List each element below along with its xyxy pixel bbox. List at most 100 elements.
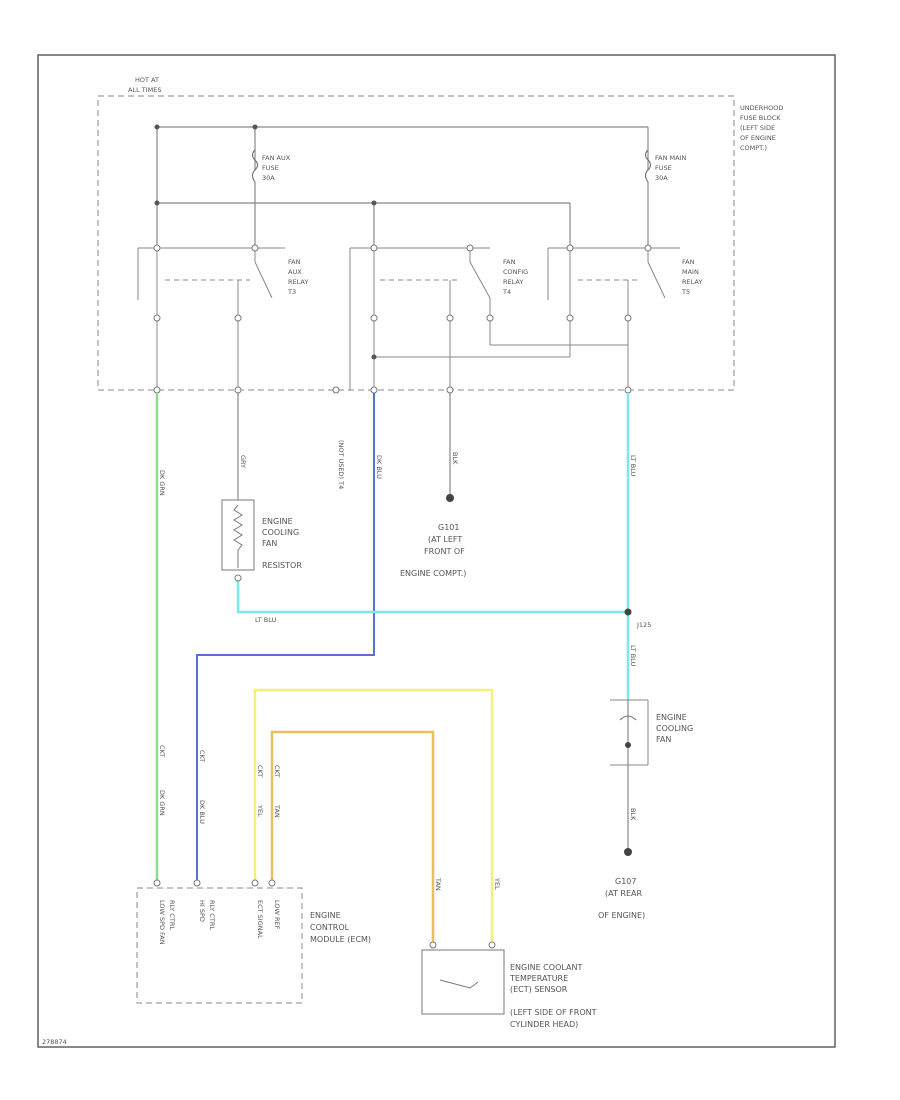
- hot-bus: [156, 126, 649, 248]
- ecm-box: [136, 887, 303, 1004]
- svg-text:ENGINE COMPT.): ENGINE COMPT.): [400, 569, 466, 578]
- ecm-pin-labels: LOW SPD FAN RLY CTRL HI SPD RLY CTRL ECT…: [158, 900, 281, 945]
- figure-id: 278874: [42, 1038, 67, 1046]
- svg-text:(LEFT SIDE OF FRONT: (LEFT SIDE OF FRONT: [510, 1008, 597, 1017]
- svg-text:ENGINE COOLANT: ENGINE COOLANT: [510, 963, 582, 972]
- svg-text:G101: G101: [438, 523, 459, 532]
- svg-text:CKT: CKT: [158, 745, 166, 757]
- svg-text:COOLING: COOLING: [262, 528, 299, 537]
- fan-aux-fuse-label: FAN AUX FUSE 30A: [262, 154, 291, 182]
- svg-text:FAN AUX: FAN AUX: [262, 154, 291, 162]
- svg-text:TEMPERATURE: TEMPERATURE: [509, 974, 568, 983]
- wire-color-labels: DK GRN GRY DK BLU BLK LT BLU LT BLU BLK …: [158, 452, 637, 891]
- engine-cooling-fan-label: ENGINE COOLING FAN: [656, 713, 693, 744]
- splice-j125-label: J125: [636, 621, 651, 629]
- fan-main-relay-label: FAN MAIN RELAY T5: [681, 258, 702, 296]
- ect-sensor-box: [421, 949, 505, 1015]
- svg-text:BLK: BLK: [451, 452, 459, 465]
- svg-text:RESISTOR: RESISTOR: [262, 561, 302, 570]
- ecm-label: ENGINE CONTROL MODULE (ECM): [310, 911, 371, 944]
- fan-main-fuse-label: FAN MAIN FUSE 30A: [655, 154, 686, 182]
- svg-text:HOT AT: HOT AT: [135, 76, 159, 84]
- svg-text:30A: 30A: [262, 174, 275, 182]
- fan-aux-relay-label: FAN AUX RELAY T3: [287, 258, 308, 296]
- svg-text:FUSE: FUSE: [655, 164, 672, 172]
- junction-dot: [371, 354, 377, 360]
- svg-text:OF ENGINE): OF ENGINE): [598, 911, 645, 920]
- svg-text:FAN: FAN: [656, 735, 671, 744]
- svg-text:GRY: GRY: [239, 455, 247, 468]
- hot-at-all-times-label: HOT AT ALL TIMES: [128, 76, 161, 94]
- ground-g107-icon: [624, 848, 632, 856]
- svg-text:YEL: YEL: [256, 804, 264, 817]
- svg-text:FUSE: FUSE: [262, 164, 279, 172]
- ect-pins: [429, 941, 496, 949]
- svg-text:T3: T3: [287, 288, 296, 296]
- svg-text:CKT: CKT: [273, 765, 281, 777]
- svg-text:UNDERHOOD: UNDERHOOD: [740, 104, 783, 112]
- svg-text:CONFIG: CONFIG: [503, 268, 528, 276]
- thermistor-icon: [439, 979, 479, 989]
- svg-text:CKT: CKT: [198, 750, 206, 762]
- svg-text:(AT REAR: (AT REAR: [605, 889, 642, 898]
- svg-text:BLK: BLK: [629, 808, 637, 821]
- svg-text:YEL: YEL: [493, 877, 501, 890]
- ground-g107-label: G107 (AT REAR OF ENGINE): [598, 877, 645, 920]
- diagram-frame: [37, 54, 836, 1048]
- svg-text:COOLING: COOLING: [656, 724, 693, 733]
- svg-text:ECT SIGNAL: ECT SIGNAL: [256, 900, 264, 939]
- underhood-fuse-block-box: [97, 95, 735, 391]
- svg-text:T5: T5: [681, 288, 690, 296]
- engine-cooling-fan-motor: [610, 699, 649, 766]
- wire-yellow: [253, 688, 494, 945]
- svg-text:FAN: FAN: [503, 258, 516, 266]
- ect-sensor-label: ENGINE COOLANT TEMPERATURE (ECT) SENSOR …: [509, 963, 597, 1029]
- svg-text:HI SPD: HI SPD: [198, 900, 206, 922]
- svg-text:CONTROL: CONTROL: [310, 923, 350, 932]
- svg-text:RELAY: RELAY: [288, 278, 308, 286]
- svg-text:(ECT) SENSOR: (ECT) SENSOR: [510, 985, 568, 994]
- svg-text:AUX: AUX: [288, 268, 302, 276]
- svg-text:MODULE (ECM): MODULE (ECM): [310, 935, 371, 944]
- svg-text:RLY CTRL: RLY CTRL: [208, 900, 216, 930]
- svg-text:T4: T4: [502, 288, 511, 296]
- ground-g101-icon: [446, 494, 454, 502]
- svg-text:ENGINE: ENGINE: [656, 713, 687, 722]
- svg-text:OF ENGINE: OF ENGINE: [740, 134, 776, 142]
- gray-wires: [237, 393, 629, 850]
- lt-blu-wire-label: LT BLU: [255, 616, 277, 624]
- svg-text:LOW REF: LOW REF: [273, 900, 281, 930]
- resistor-icon: [233, 504, 243, 568]
- svg-text:COMPT.): COMPT.): [740, 144, 767, 152]
- svg-text:LT BLU: LT BLU: [629, 455, 637, 477]
- svg-text:ENGINE: ENGINE: [310, 911, 341, 920]
- fan-main-fuse-icon: [645, 149, 651, 183]
- svg-text:(AT LEFT: (AT LEFT: [428, 535, 462, 544]
- relay-terminals: [153, 244, 652, 322]
- svg-text:FAN: FAN: [682, 258, 695, 266]
- splice-j125: [624, 608, 632, 616]
- underhood-fuse-block-label: UNDERHOOD FUSE BLOCK (LEFT SIDE OF ENGIN…: [740, 104, 783, 152]
- svg-text:(LEFT SIDE: (LEFT SIDE: [740, 124, 775, 132]
- resistor-terminal: [234, 574, 242, 582]
- svg-text:DK GRN: DK GRN: [158, 790, 166, 816]
- svg-text:TAN: TAN: [273, 804, 281, 818]
- svg-text:RELAY: RELAY: [682, 278, 702, 286]
- svg-text:FAN MAIN: FAN MAIN: [655, 154, 686, 162]
- svg-text:LT BLU: LT BLU: [629, 645, 637, 667]
- svg-text:FRONT OF: FRONT OF: [424, 547, 465, 556]
- fuse-block-connectors: [153, 386, 632, 394]
- ecm-pins: [153, 879, 276, 887]
- wire-orange: [270, 730, 435, 945]
- ground-g101-label: G101 (AT LEFT FRONT OF ENGINE COMPT.): [400, 523, 466, 578]
- bus-junctions: [154, 124, 377, 206]
- fan-config-relay-label: FAN CONFIG RELAY T4: [502, 258, 528, 296]
- svg-text:ENGINE: ENGINE: [262, 517, 293, 526]
- engine-cooling-fan-resistor-label: ENGINE COOLING FAN RESISTOR: [262, 517, 302, 570]
- relays: [137, 247, 680, 390]
- svg-text:CYLINDER HEAD): CYLINDER HEAD): [510, 1020, 578, 1029]
- svg-text:30A: 30A: [655, 174, 668, 182]
- svg-text:RELAY: RELAY: [503, 278, 523, 286]
- svg-text:TAN: TAN: [434, 877, 442, 891]
- svg-text:LOW SPD FAN: LOW SPD FAN: [158, 900, 166, 945]
